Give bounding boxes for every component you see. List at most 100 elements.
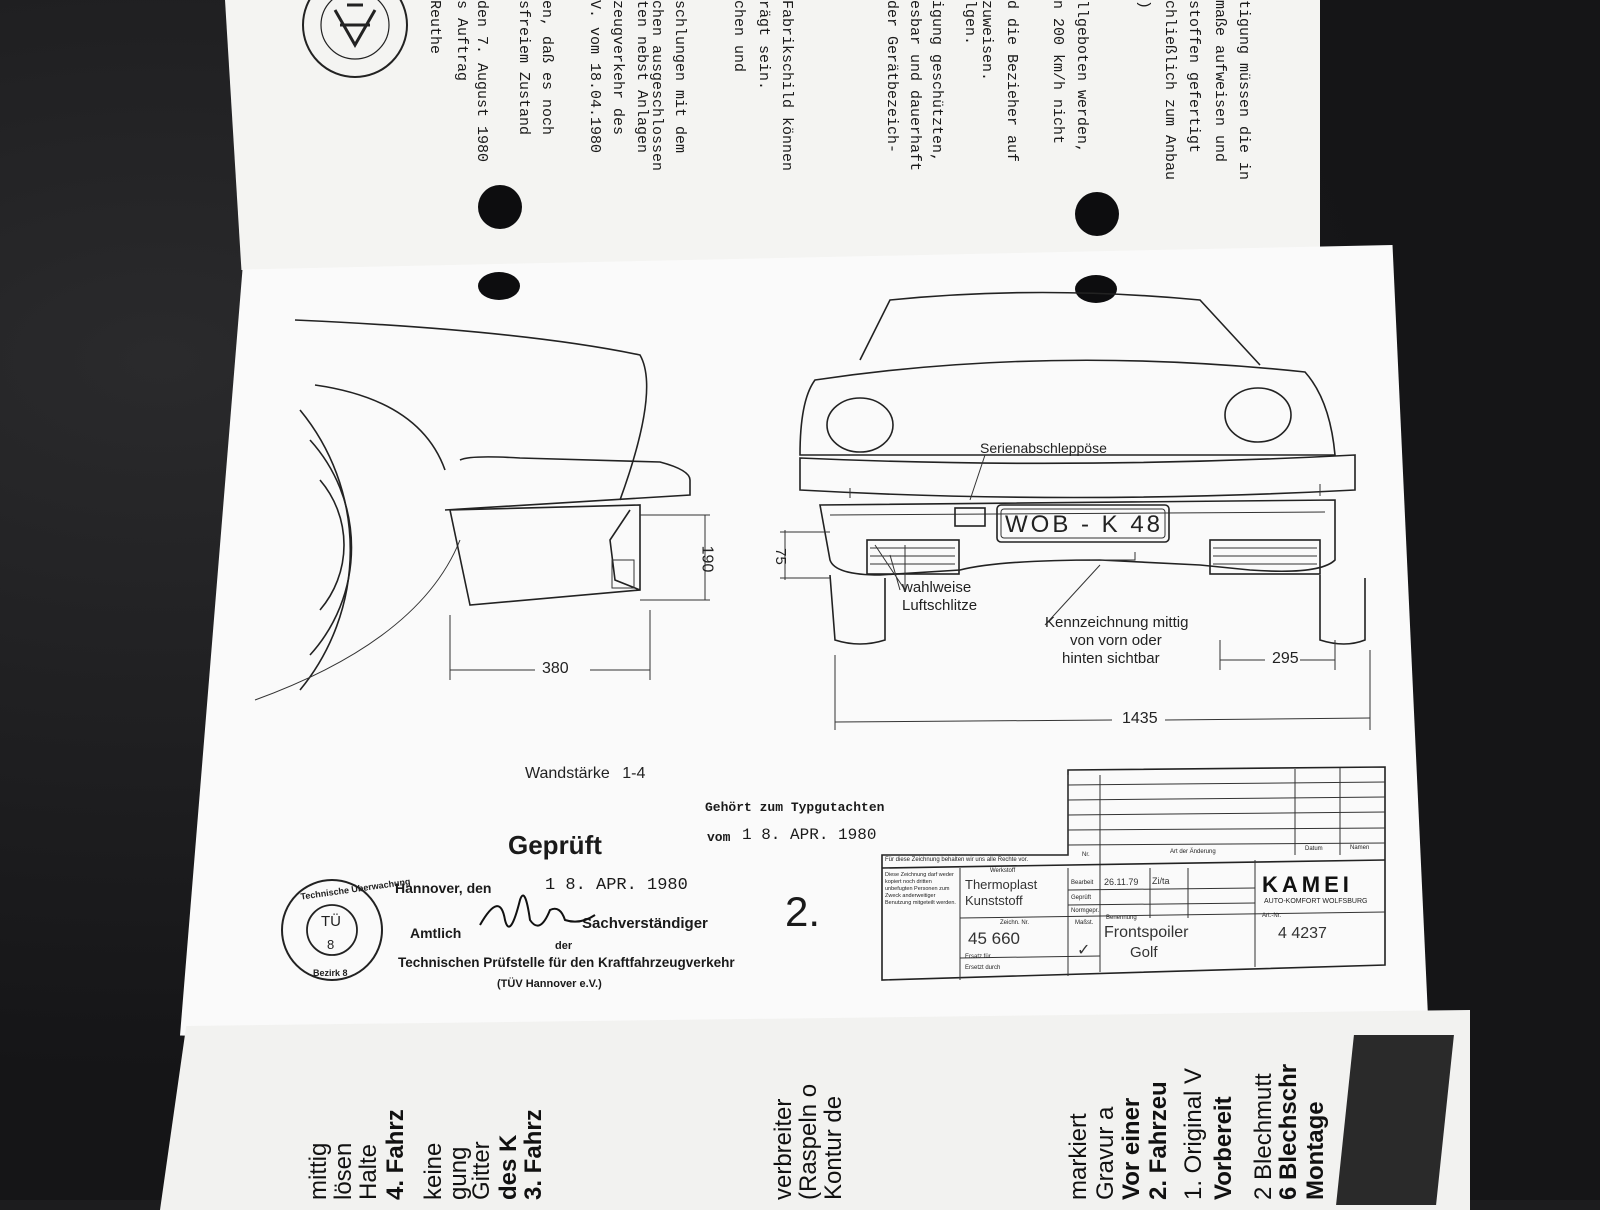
rotated-text-line: s Auftrag <box>453 0 470 82</box>
tb-name-label: Namen <box>1350 845 1370 851</box>
tb-desc-1: Frontspoiler <box>1104 924 1189 941</box>
dim-lip: 75 <box>771 548 789 565</box>
tb-datum-label: Datum <box>1305 846 1323 852</box>
drawing-page <box>180 245 1430 1060</box>
tb-desc-label: Benennung <box>1106 915 1137 921</box>
stamp-inner-top: TÜ <box>321 913 341 930</box>
tb-ersatz-durch: Ersetzt durch <box>965 965 1001 971</box>
lower-page-text: verbreiter <box>770 1098 797 1200</box>
tb-norm-label: Normgepr. <box>1071 908 1100 914</box>
tb-bearb-name: Zi/ta <box>1152 876 1170 886</box>
lower-page-text: 4. Fahrz <box>382 1109 409 1200</box>
upper-page: tigung müssen die in maße aufweisen und st… <box>225 0 1320 270</box>
air-slots-label-1: wahlweise <box>902 579 972 596</box>
lower-page-text: 1. Original V <box>1180 1067 1207 1200</box>
lower-page-text: Gravur a <box>1092 1106 1119 1200</box>
expert-left: Amtlich <box>410 925 462 941</box>
rotated-text-line: esbar und dauerhaft <box>906 0 923 172</box>
dim-width: 1435 <box>1122 710 1158 727</box>
dim-depth: 380 <box>542 660 569 677</box>
rotated-text-line: zuweisen. <box>978 0 995 82</box>
punch-hole <box>1075 192 1119 236</box>
rotated-text-line: ten nebst Anlagen <box>633 0 650 154</box>
rotated-text-line: chen ausgeschlossen <box>648 0 665 172</box>
tb-nr-label: Nr. <box>1082 852 1090 858</box>
marking-label-3: hinten sichtbar <box>1062 650 1160 667</box>
tb-rights-note: Für diese Zeichnung behalten wir uns all… <box>885 857 1029 863</box>
tb-scale: ✓ <box>1077 942 1091 959</box>
lower-page-text: Montage <box>1302 1101 1329 1200</box>
rotated-text-line: rägt sein. <box>755 0 772 91</box>
rotated-text-line: stoffen gefertigt <box>1185 0 1202 154</box>
lower-page-text: keine <box>420 1142 447 1200</box>
marking-label-1: Kennzeichnung mittig <box>1045 614 1189 631</box>
stamp-inner-bottom: 8 <box>327 937 335 952</box>
rotated-text-line: maße aufweisen und <box>1211 0 1228 163</box>
tb-material-label: Werkstoff <box>990 868 1016 874</box>
tb-material-2: Kunststoff <box>965 893 1023 908</box>
tb-mass-label: Maßst. <box>1075 920 1094 926</box>
institute-label: Technischen Prüfstelle für den Kraftfahr… <box>398 955 735 970</box>
wall-thickness-label: Wandstärke 1-4 <box>525 765 646 782</box>
lower-page-text: Kontur de <box>820 1095 847 1200</box>
brand-logo: KAMEI <box>1262 872 1353 897</box>
rotated-text-line: igung geschützten, <box>928 0 945 163</box>
tb-art-no: 4 4237 <box>1278 925 1327 942</box>
lower-page-text: lösen <box>330 1142 357 1200</box>
rotated-text-line: der Gerätbezeich- <box>883 0 900 154</box>
front-view <box>780 291 1371 730</box>
lower-page-text: (Raspeln o <box>795 1083 822 1200</box>
rotated-text-line: llgeboten werden, <box>1073 0 1090 154</box>
dim-height: 190 <box>698 545 716 573</box>
tow-eye-label: Serienabschleppöse <box>980 440 1107 456</box>
dark-tab <box>1336 1035 1454 1205</box>
lower-page-text: gung <box>445 1146 472 1200</box>
brand-subtitle: AUTO-KOMFORT WOLFSBURG <box>1264 898 1368 905</box>
tuv-stamp-icon <box>281 879 383 981</box>
marking-label-2: von vorn oder <box>1070 632 1162 649</box>
lower-page-text: 6 Blechschr <box>1275 1063 1302 1200</box>
tb-legal-note: Diese Zeichnung darf weder kopiert noch … <box>885 872 956 906</box>
rotated-text-line: schlungen mit dem <box>671 0 688 154</box>
lower-page-text: Halte <box>355 1143 382 1200</box>
punch-hole <box>1075 275 1117 303</box>
tb-material-1: Thermoplast <box>965 877 1038 892</box>
rotated-text-line: lgen. <box>961 0 978 46</box>
punch-hole <box>478 185 522 229</box>
lower-page-text: 3. Fahrz <box>520 1109 547 1200</box>
lower-page-text: markiert <box>1065 1113 1092 1200</box>
tb-bearb-date: 26.11.79 <box>1104 877 1139 887</box>
side-view <box>254 319 710 701</box>
rotated-text-line: sfreiem Zustand <box>515 0 532 136</box>
rotated-text-line: Reuthe <box>426 0 443 55</box>
rotated-text-line: V. vom 18.04.1980 <box>586 0 603 154</box>
tb-change-label: Art der Änderung <box>1170 849 1216 855</box>
signature-icon <box>479 894 596 928</box>
belongs-vom: vom <box>707 830 731 845</box>
lower-page-text: Vorbereit <box>1210 1096 1237 1200</box>
approval-date: 1 8. APR. 1980 <box>545 876 688 895</box>
license-plate-text: WOB - K 48 <box>1005 511 1164 538</box>
stamp-bottom-text: Bezirk 8 <box>313 968 348 978</box>
tb-drawing-no-label: Zeichn. Nr. <box>1000 920 1030 926</box>
rotated-text-line: tigung müssen die in <box>1235 0 1252 181</box>
expert-right: Sachverständiger <box>582 915 708 932</box>
place-date-label: Hannover, den <box>395 880 492 896</box>
lower-page-text: 2. Fahrzeu <box>1145 1081 1172 1200</box>
kba-seal-icon <box>302 0 408 78</box>
rotated-text-line: den 7. August 1980 <box>473 0 490 163</box>
rotated-text-line: n 200 km/h nicht <box>1049 0 1066 145</box>
tb-desc-2: Golf <box>1130 944 1158 961</box>
rotated-text-line: d die Bezieher auf <box>1003 0 1020 163</box>
lower-page-text: des K <box>495 1134 522 1200</box>
tb-bearb-label: Bearbeit <box>1071 880 1094 886</box>
rotated-text-line: chließlich zum Anbau <box>1161 0 1178 181</box>
page-number: 2. <box>785 888 821 935</box>
approved-title: Geprüft <box>508 830 602 860</box>
punch-hole <box>478 272 520 300</box>
belongs-to-label: Gehört zum Typgutachten <box>705 800 885 815</box>
dim-side: 295 <box>1272 650 1299 667</box>
rotated-text-line: Fabrikschild können <box>778 0 795 172</box>
lower-page-text: 2 Blechmutt <box>1250 1073 1277 1200</box>
